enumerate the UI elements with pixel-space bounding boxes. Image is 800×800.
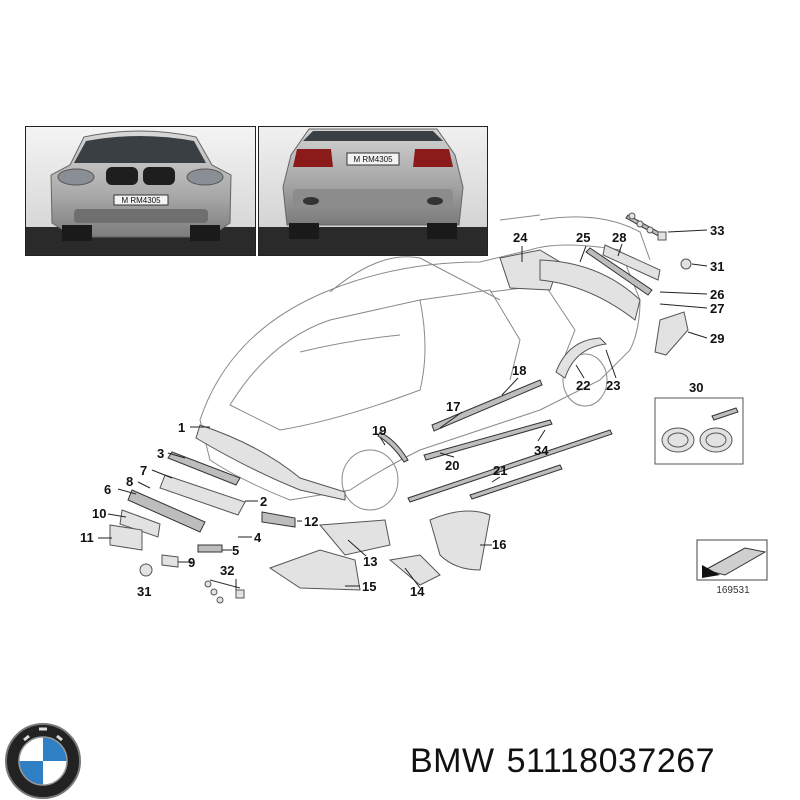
callout-6: 6 <box>104 482 111 497</box>
callout-22: 22 <box>576 378 590 393</box>
orientation-icon: 169531 <box>696 539 768 596</box>
callout-18: 18 <box>512 363 526 378</box>
bmw-logo-icon <box>5 723 81 799</box>
callout-1: 1 <box>178 420 185 435</box>
exhaust-tip-panel <box>654 397 744 465</box>
rear-license-plate: M RM4305 <box>353 155 393 164</box>
callout-16: 16 <box>492 537 506 552</box>
callout-13: 13 <box>363 554 377 569</box>
front-view-photo: M RM4305 <box>25 126 256 256</box>
callout-9: 9 <box>188 555 195 570</box>
callout-10: 10 <box>92 506 106 521</box>
callout-2: 2 <box>260 494 267 509</box>
callout-29: 29 <box>710 331 724 346</box>
callout-28: 28 <box>612 230 626 245</box>
callout-31-front: 31 <box>137 584 151 599</box>
callout-20: 20 <box>445 458 459 473</box>
callout-33: 33 <box>710 223 724 238</box>
rear-view-photo: M RM4305 <box>258 126 488 256</box>
brand-part-number: BMW 51118037267 <box>410 742 790 786</box>
callout-15: 15 <box>362 579 376 594</box>
callout-8: 8 <box>126 474 133 489</box>
callout-4: 4 <box>254 530 262 545</box>
clip-parts <box>204 212 667 604</box>
brand-name: BMW <box>410 742 495 780</box>
diagram-number: 169531 <box>716 585 750 596</box>
callout-30: 30 <box>689 380 703 395</box>
callout-21: 21 <box>493 463 507 478</box>
callout-17: 17 <box>446 399 460 414</box>
callout-32: 32 <box>220 563 234 578</box>
callout-23: 23 <box>606 378 620 393</box>
parts-drawings <box>109 214 692 591</box>
callout-14: 14 <box>410 584 425 599</box>
callout-19: 19 <box>372 423 386 438</box>
callout-34: 34 <box>534 443 549 458</box>
callout-labels: 1 2 3 4 5 6 7 8 9 10 11 12 13 14 15 16 1… <box>80 223 724 599</box>
front-license-plate: M RM4305 <box>121 196 161 205</box>
callout-12: 12 <box>304 514 318 529</box>
callout-7: 7 <box>140 463 147 478</box>
leader-lines <box>98 229 708 590</box>
callout-27: 27 <box>710 301 724 316</box>
vehicle-outline <box>199 214 651 511</box>
callout-11: 11 <box>80 530 94 545</box>
callout-24: 24 <box>513 230 528 245</box>
part-number: 51118037267 <box>506 742 716 780</box>
callout-31-rear: 31 <box>710 259 724 274</box>
callout-26: 26 <box>710 287 724 302</box>
callout-5: 5 <box>232 543 239 558</box>
callout-25: 25 <box>576 230 590 245</box>
callout-3: 3 <box>157 446 164 461</box>
